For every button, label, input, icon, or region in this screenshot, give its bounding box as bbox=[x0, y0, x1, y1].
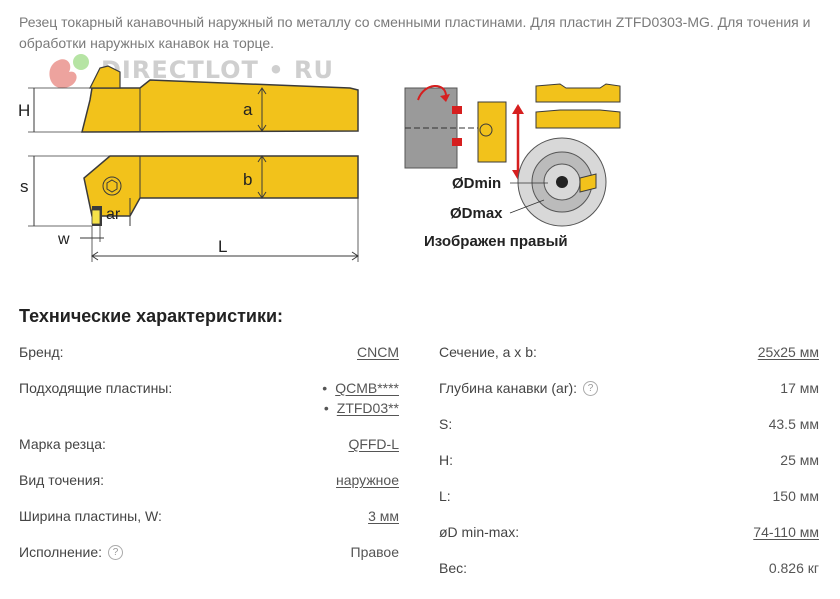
spec-row-section: Сечение, a x b: 25x25 мм bbox=[439, 340, 819, 376]
holder-bottom-body bbox=[83, 155, 359, 217]
rotation-arrow-icon bbox=[417, 85, 447, 101]
product-description: Резец токарный канавочный наружный по ме… bbox=[19, 14, 811, 51]
spec-row-turning: Вид точения: наружное bbox=[19, 468, 399, 504]
spec-row-mark: Марка резца: QFFD-L bbox=[19, 432, 399, 468]
watermark-logo: DIRECTLOT • RU bbox=[45, 50, 334, 90]
spec-value: 43.5 мм bbox=[768, 416, 819, 432]
spec-row-brand: Бренд: CNCM bbox=[19, 340, 399, 376]
specs-left-column: Бренд: CNCM Подходящие пластины: QCMB***… bbox=[19, 340, 399, 576]
spec-row-plates: Подходящие пластины: QCMB**** ZTFD03** bbox=[19, 376, 399, 432]
spec-value: 17 мм bbox=[780, 380, 819, 396]
plate-link-2[interactable]: ZTFD03** bbox=[336, 400, 399, 416]
specs-right-column: Сечение, a x b: 25x25 мм Глубина канавки… bbox=[439, 340, 819, 592]
spec-label: Вид точения: bbox=[19, 472, 105, 488]
dim-L-label: L bbox=[218, 237, 227, 256]
spec-row-weight: Вес: 0.826 кг bbox=[439, 556, 819, 592]
help-icon[interactable]: ? bbox=[108, 544, 124, 560]
spec-row-s: S: 43.5 мм bbox=[439, 412, 819, 448]
brand-link[interactable]: CNCM bbox=[357, 344, 399, 360]
holder-top-head bbox=[89, 65, 121, 89]
turning-link[interactable]: наружное bbox=[336, 472, 399, 488]
insert-shape-1 bbox=[535, 83, 621, 103]
spec-row-l: L: 150 мм bbox=[439, 484, 819, 520]
squirrel-logo-icon bbox=[49, 54, 89, 89]
mark-link[interactable]: QFFD-L bbox=[348, 436, 399, 452]
plate-link-1[interactable]: QCMB**** bbox=[335, 380, 399, 396]
spec-value: 150 мм bbox=[772, 488, 820, 504]
plates-list: QCMB**** ZTFD03** bbox=[322, 380, 399, 420]
spec-label: L: bbox=[439, 488, 451, 504]
insert bbox=[91, 209, 101, 225]
diameter-link[interactable]: 74-110 мм bbox=[753, 524, 819, 540]
specs-title: Технические характеристики: bbox=[19, 306, 284, 326]
spec-value: Правое bbox=[350, 544, 400, 560]
spec-label-with-help: Глубина канавки (ar): ? bbox=[439, 380, 599, 396]
spec-label: Ширина пластины, W: bbox=[19, 508, 162, 524]
spec-row-width: Ширина пластины, W: 3 мм bbox=[19, 504, 399, 540]
spec-label: Глубина канавки (ar): bbox=[439, 380, 578, 396]
spec-row-h: H: 25 мм bbox=[439, 448, 819, 484]
insert-shape-2 bbox=[535, 109, 621, 129]
spec-row-depth: Глубина канавки (ar): ? 17 мм bbox=[439, 376, 819, 412]
spec-row-version: Исполнение: ? Правое bbox=[19, 540, 399, 576]
spec-label: H: bbox=[439, 452, 453, 468]
spec-row-d: øD min-max: 74-110 мм bbox=[439, 520, 819, 556]
spec-label: Вес: bbox=[439, 560, 468, 576]
spec-label: Бренд: bbox=[19, 344, 64, 360]
spec-label: Исполнение: bbox=[19, 544, 103, 560]
dim-s-label: s bbox=[20, 177, 29, 196]
section-link[interactable]: 25x25 мм bbox=[757, 344, 819, 360]
dim-a-label: a bbox=[243, 100, 253, 119]
dmax-label: ØDmax bbox=[450, 205, 503, 222]
list-item[interactable]: QCMB**** bbox=[322, 380, 399, 396]
spec-value: 25 мм bbox=[780, 452, 819, 468]
spec-value: 0.826 кг bbox=[768, 560, 819, 576]
spec-label: S: bbox=[439, 416, 453, 432]
width-link[interactable]: 3 мм bbox=[368, 508, 399, 524]
workpiece-block bbox=[404, 87, 458, 169]
spec-label: Марка резца: bbox=[19, 436, 106, 452]
logo-text: DIRECTLOT • RU bbox=[101, 56, 334, 84]
holder-top-body bbox=[81, 79, 359, 133]
spec-label: Подходящие пластины: bbox=[19, 380, 173, 396]
spec-label-with-help: Исполнение: ? bbox=[19, 544, 124, 560]
list-item[interactable]: ZTFD03** bbox=[322, 400, 399, 416]
diagram-caption: Изображен правый bbox=[424, 233, 568, 250]
dim-b-label: b bbox=[243, 170, 252, 189]
spec-label: Сечение, a x b: bbox=[439, 344, 537, 360]
spec-label: øD min-max: bbox=[439, 524, 520, 540]
dim-w-label: w bbox=[57, 231, 70, 248]
dim-H-label: H bbox=[18, 101, 30, 120]
dim-ar-label: ar bbox=[106, 206, 121, 223]
tool-diagram: H a s b ar w L ØDmin ØDmax Изображ bbox=[18, 65, 621, 262]
help-icon[interactable]: ? bbox=[583, 380, 599, 396]
dmin-label: ØDmin bbox=[452, 175, 501, 192]
